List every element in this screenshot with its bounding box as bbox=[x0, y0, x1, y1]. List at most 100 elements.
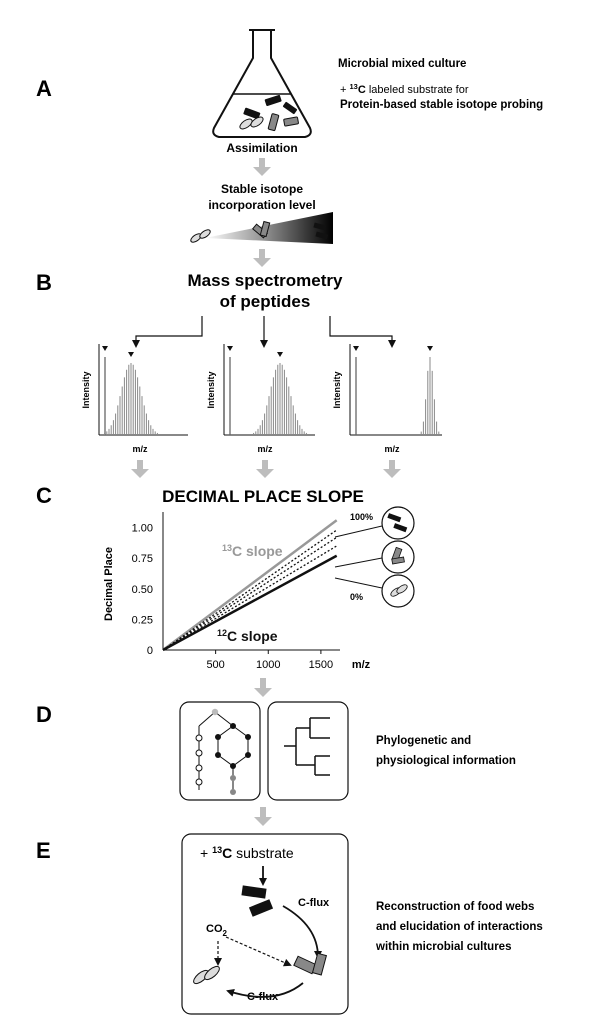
incorporation-label-line2: incorporation level bbox=[208, 198, 315, 212]
down-arrow bbox=[253, 158, 271, 176]
label-0-percent: 0% bbox=[350, 592, 363, 602]
co2-arrow-diagonal bbox=[225, 936, 292, 967]
cflux-top-label: C-flux bbox=[298, 897, 330, 909]
gray-rod-cell bbox=[391, 556, 405, 565]
chart-y-label: Decimal Place bbox=[103, 547, 115, 621]
black-rod-cell bbox=[248, 899, 274, 917]
black-rod-cell bbox=[313, 222, 327, 231]
panel-letter-c: C bbox=[36, 483, 52, 508]
spectrum-1: Intensity m/z bbox=[81, 344, 188, 454]
substrate-label: + 13C substrate bbox=[200, 845, 294, 861]
incorporation-circles bbox=[381, 506, 415, 608]
method-title: Protein-based stable isotope probing bbox=[340, 99, 543, 111]
phylo-caption-line1: Phylogenetic and bbox=[376, 735, 471, 747]
spectrum-bars bbox=[353, 346, 440, 435]
co2-label: CO2 bbox=[206, 923, 228, 938]
y-tick-label: 1.00 bbox=[132, 523, 153, 535]
down-arrow bbox=[256, 460, 274, 478]
foodweb-caption-line2: and elucidation of interactions bbox=[376, 921, 543, 933]
pathway-box bbox=[179, 701, 261, 801]
peak-marker bbox=[277, 352, 283, 357]
oval-cell bbox=[239, 118, 253, 130]
black-rod-cell bbox=[315, 231, 329, 240]
pathway-node bbox=[195, 734, 203, 742]
phylogenetic-tree bbox=[284, 717, 330, 776]
series-intermediate-slope bbox=[162, 529, 338, 651]
foodweb-caption-line3: within microbial cultures bbox=[375, 941, 511, 953]
black-rod-cell bbox=[393, 523, 408, 533]
oval-cell bbox=[250, 116, 264, 128]
y-tick-label: 0.75 bbox=[132, 553, 153, 565]
series-13c-slope bbox=[162, 519, 338, 652]
c12-slope-label: 12C slope bbox=[217, 628, 278, 644]
spectrum-bars bbox=[227, 346, 307, 435]
distribution-arrows bbox=[132, 316, 396, 348]
down-arrow bbox=[131, 460, 149, 478]
phylo-caption-line2: physiological information bbox=[376, 755, 516, 767]
metabolic-pathway bbox=[195, 708, 251, 795]
pathway-node bbox=[195, 778, 203, 786]
flask-illustration bbox=[212, 29, 312, 138]
gray-rod-cell bbox=[259, 220, 271, 238]
pathway-node bbox=[230, 775, 236, 781]
chart-x-label: m/z bbox=[352, 659, 371, 671]
pathway-node bbox=[230, 763, 236, 769]
circle-full-label bbox=[381, 506, 415, 540]
substrate-line: + 13C labeled substrate for bbox=[340, 82, 469, 96]
foodweb-caption-line1: Reconstruction of food webs bbox=[376, 901, 534, 913]
panel-letter-b: B bbox=[36, 270, 52, 295]
down-arrow bbox=[254, 807, 272, 826]
pathway-node bbox=[215, 734, 221, 740]
pathway-node bbox=[230, 723, 236, 729]
black-rod-cell bbox=[243, 107, 261, 120]
down-arrow bbox=[253, 249, 271, 267]
cflux-arrow-top bbox=[282, 905, 322, 959]
spectrum-2: Intensity m/z bbox=[206, 344, 315, 454]
ms-title-line2: of peptides bbox=[220, 292, 311, 311]
x-tick-label: 1500 bbox=[309, 659, 333, 671]
panel-letter-d: D bbox=[36, 702, 52, 727]
black-rod-cell bbox=[282, 101, 298, 115]
oval-cell bbox=[396, 584, 408, 594]
black-rod-cell bbox=[264, 94, 282, 107]
gray-rod-cell bbox=[283, 116, 299, 127]
ms-title-line1: Mass spectrometry bbox=[188, 271, 344, 290]
decimal-place-chart: Decimal Place m/z 500 1000 1500 0 0.25 0.50 0.… bbox=[103, 512, 373, 671]
y-tick-label: 0.25 bbox=[132, 614, 153, 626]
x-tick-label: 1000 bbox=[256, 659, 280, 671]
pathway-node bbox=[245, 752, 251, 758]
assimilation-label: Assimilation bbox=[226, 141, 297, 155]
pathway-node bbox=[230, 789, 236, 795]
cflux-arrow-bottom bbox=[226, 982, 304, 998]
oval-cell bbox=[204, 965, 220, 981]
panel-letter-e: E bbox=[36, 838, 51, 863]
culture-title: Microbial mixed culture bbox=[338, 58, 466, 70]
y-axis-label: Intensity bbox=[81, 371, 91, 408]
peak-marker bbox=[427, 346, 433, 351]
peak-marker bbox=[227, 346, 233, 351]
x-axis-label: m/z bbox=[257, 444, 273, 454]
y-axis-label: Intensity bbox=[206, 371, 216, 408]
pathway-node bbox=[195, 749, 203, 757]
phylogeny-box bbox=[267, 701, 349, 801]
incorporation-gradient bbox=[205, 212, 333, 244]
series-intermediate-slope bbox=[162, 545, 338, 651]
y-axis-label: Intensity bbox=[332, 371, 342, 408]
x-axis-label: m/z bbox=[132, 444, 148, 454]
c13-slope-label: 13C slope bbox=[222, 543, 283, 559]
y-tick-label: 0 bbox=[147, 645, 153, 657]
series-12c-slope bbox=[162, 554, 338, 652]
peak-marker bbox=[102, 346, 108, 351]
spectrum-3: Intensity m/z bbox=[332, 344, 442, 454]
x-tick-label: 500 bbox=[206, 659, 224, 671]
peak-marker bbox=[128, 352, 134, 357]
down-arrow bbox=[254, 678, 272, 697]
circle-connectors bbox=[334, 525, 383, 589]
gray-rod-cell bbox=[267, 113, 280, 132]
series-intermediate-slope bbox=[162, 536, 338, 651]
chart-title: DECIMAL PLACE SLOPE bbox=[162, 487, 364, 506]
pathway-node bbox=[245, 734, 251, 740]
y-tick-label: 0.50 bbox=[132, 584, 153, 596]
spectrum-bars bbox=[102, 346, 158, 435]
